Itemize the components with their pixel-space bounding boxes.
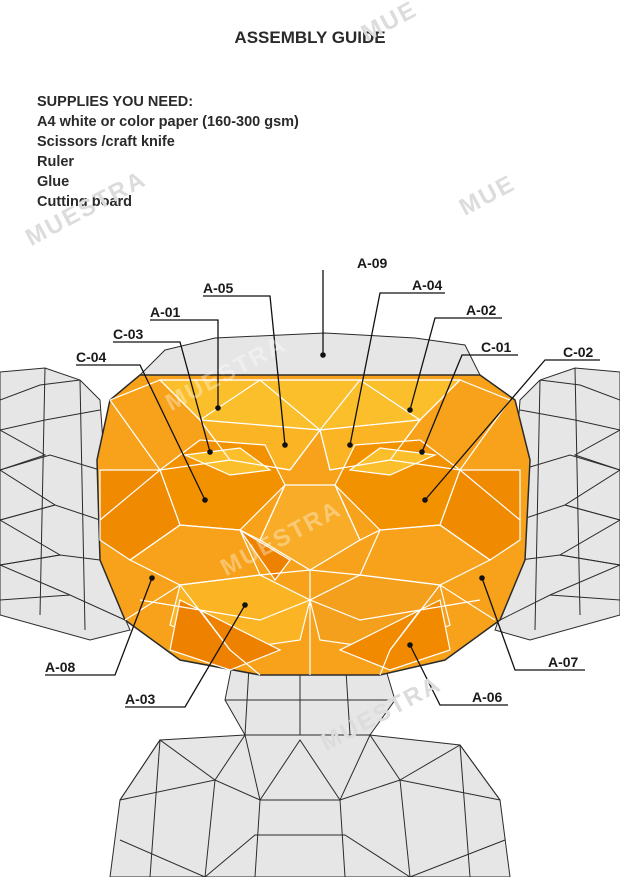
part-label-a01: A-01 [150, 304, 181, 320]
part-label-a05: A-05 [203, 280, 234, 296]
supplies-heading: SUPPLIES YOU NEED: [37, 94, 194, 110]
part-label-a07: A-07 [548, 654, 579, 670]
part-label-a06: A-06 [472, 689, 503, 705]
leader-dots [149, 352, 485, 648]
supply-item: Cutting board [37, 194, 133, 210]
part-label-a08: A-08 [45, 659, 76, 675]
supplies-list: SUPPLIES YOU NEED: A4 white or color pap… [37, 92, 299, 212]
supply-item: Scissors /craft knife [37, 134, 175, 150]
part-label-a09: A-09 [357, 255, 388, 271]
part-label-c04: C-04 [76, 349, 107, 365]
part-label-a04: A-04 [412, 277, 443, 293]
leader-lines [45, 270, 600, 708]
part-label-a03: A-03 [125, 691, 156, 707]
supply-item: A4 white or color paper (160-300 gsm) [37, 114, 299, 130]
part-label-c02: C-02 [563, 344, 594, 360]
page-title: ASSEMBLY GUIDE [234, 28, 386, 47]
supply-item: Glue [37, 174, 70, 190]
part-label-a02: A-02 [466, 302, 497, 318]
part-labels: A-09 A-05 A-04 A-01 A-02 C-03 C-01 C-04 … [45, 255, 594, 707]
supply-item: Ruler [37, 154, 75, 170]
part-label-c03: C-03 [113, 326, 144, 342]
part-label-c01: C-01 [481, 339, 512, 355]
